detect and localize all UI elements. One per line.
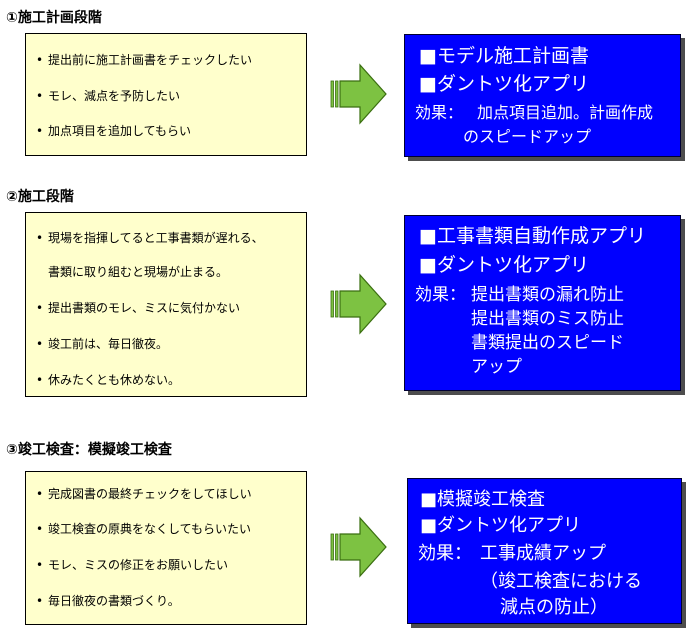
problem-item: • 加点項目を追加してもらい <box>36 124 191 138</box>
effect-text: （竣工検査における <box>480 571 642 592</box>
effect-text: 書類提出のスピード <box>471 333 624 353</box>
problem-text: 竣工検査の原典をなくしてもらいたい <box>48 522 252 536</box>
problem-item: • 現場を指揮してると工事書類が遅れる、 <box>36 231 264 245</box>
section-3-title: ③竣工検査：模擬竣工検査 <box>6 442 172 458</box>
problem-text: 完成図書の最終チェックをしてほしい <box>48 487 252 501</box>
solution-item: ■模擬竣工検査 <box>420 489 546 510</box>
solution-item: ■ダントツ化アプリ <box>420 515 582 536</box>
section-3-problem-box: • 完成図書の最終チェックをしてほしい • 竣工検査の原典をなくしてもらいたい • モ… <box>25 471 307 625</box>
section-2-title: ②施工段階 <box>6 189 74 205</box>
effect-label: 効果： <box>418 543 472 564</box>
bullet-icon: • <box>36 53 44 67</box>
problem-item: • 竣工前は、毎日徹夜。 <box>36 337 168 351</box>
problem-item: • 竣工検査の原典をなくしてもらいたい <box>36 522 251 536</box>
problem-text: 竣工前は、毎日徹夜。 <box>48 337 169 351</box>
effect-text: 提出書類のミス防止 <box>471 309 624 329</box>
problem-item: • 提出前に施工計画書をチェックしたい <box>36 53 252 67</box>
problem-text: 休みたくとも休めない。 <box>48 373 181 387</box>
bullet-icon: • <box>36 558 44 572</box>
effect-text: アップ <box>471 357 522 377</box>
bullet-icon: • <box>36 124 44 138</box>
section-2-solution-box: ■工事書類自動作成アプリ ■ダントツ化アプリ 効果： 提出書類の漏れ防止 提出書… <box>404 215 681 391</box>
problem-item: 書類に取り組むと現場が止まる。 <box>48 265 228 279</box>
section-2-problem-box: • 現場を指揮してると工事書類が遅れる、 書類に取り組むと現場が止まる。 • 提出書… <box>25 212 307 397</box>
problem-text: 提出書類のモレ、ミスに気付かない <box>48 301 241 315</box>
bullet-icon: • <box>36 487 44 501</box>
section-1-title: ①施工計画段階 <box>6 10 102 26</box>
bullet-icon: • <box>36 594 44 608</box>
bullet-icon: • <box>36 301 44 315</box>
effect-text: のスピードアップ <box>463 127 592 146</box>
solution-item: ■モデル施工計画書 <box>419 45 589 67</box>
problem-item: • モレ、ミスの修正をお願いしたい <box>36 558 228 572</box>
right-arrow-icon <box>330 273 387 335</box>
right-arrow-icon <box>330 63 387 125</box>
solution-item: ■工事書類自動作成アプリ <box>419 225 646 247</box>
effect-text: 加点項目追加。計画作成 <box>477 103 654 122</box>
bullet-icon: • <box>36 373 44 387</box>
problem-item: • 完成図書の最終チェックをしてほしい <box>36 487 252 501</box>
solution-item: ■ダントツ化アプリ <box>419 73 589 95</box>
bullet-icon: • <box>36 522 44 536</box>
effect-text: 減点の防止） <box>500 597 608 618</box>
problem-text: 提出前に施工計画書をチェックしたい <box>48 53 253 67</box>
effect-label: 効果： <box>415 103 464 122</box>
effect-text: 工事成績アップ <box>480 543 606 564</box>
bullet-icon: • <box>36 337 44 351</box>
problem-text: モレ、減点を予防したい <box>48 89 181 103</box>
section-3-solution-box: ■模擬竣工検査 ■ダントツ化アプリ 効果： 工事成績アップ （竣工検査における … <box>407 478 682 624</box>
section-1-problem-box: • 提出前に施工計画書をチェックしたい • モレ、減点を予防したい • 加点項目を追加… <box>25 33 307 156</box>
effect-text: 提出書類の漏れ防止 <box>471 285 624 305</box>
bullet-icon: • <box>36 89 44 103</box>
problem-text: 書類に取り組むと現場が止まる。 <box>48 265 229 279</box>
problem-text: 現場を指揮してると工事書類が遅れる、 <box>48 231 264 245</box>
problem-item: • 休みたくとも休めない。 <box>36 373 180 387</box>
bullet-icon: • <box>36 231 44 245</box>
problem-item: • モレ、減点を予防したい <box>36 89 180 103</box>
problem-text: 加点項目を追加してもらい <box>48 124 192 138</box>
right-arrow-icon <box>330 516 387 578</box>
problem-text: 毎日徹夜の書類づくり。 <box>48 594 180 608</box>
effect-label: 効果： <box>415 285 466 305</box>
section-1-solution-box: ■モデル施工計画書 ■ダントツ化アプリ 効果： 加点項目追加。計画作成 のスピー… <box>404 34 681 157</box>
solution-item: ■ダントツ化アプリ <box>419 254 589 276</box>
problem-text: モレ、ミスの修正をお願いしたい <box>48 558 229 572</box>
problem-item: • 提出書類のモレ、ミスに気付かない <box>36 301 240 315</box>
problem-item: • 毎日徹夜の書類づくり。 <box>36 594 180 608</box>
